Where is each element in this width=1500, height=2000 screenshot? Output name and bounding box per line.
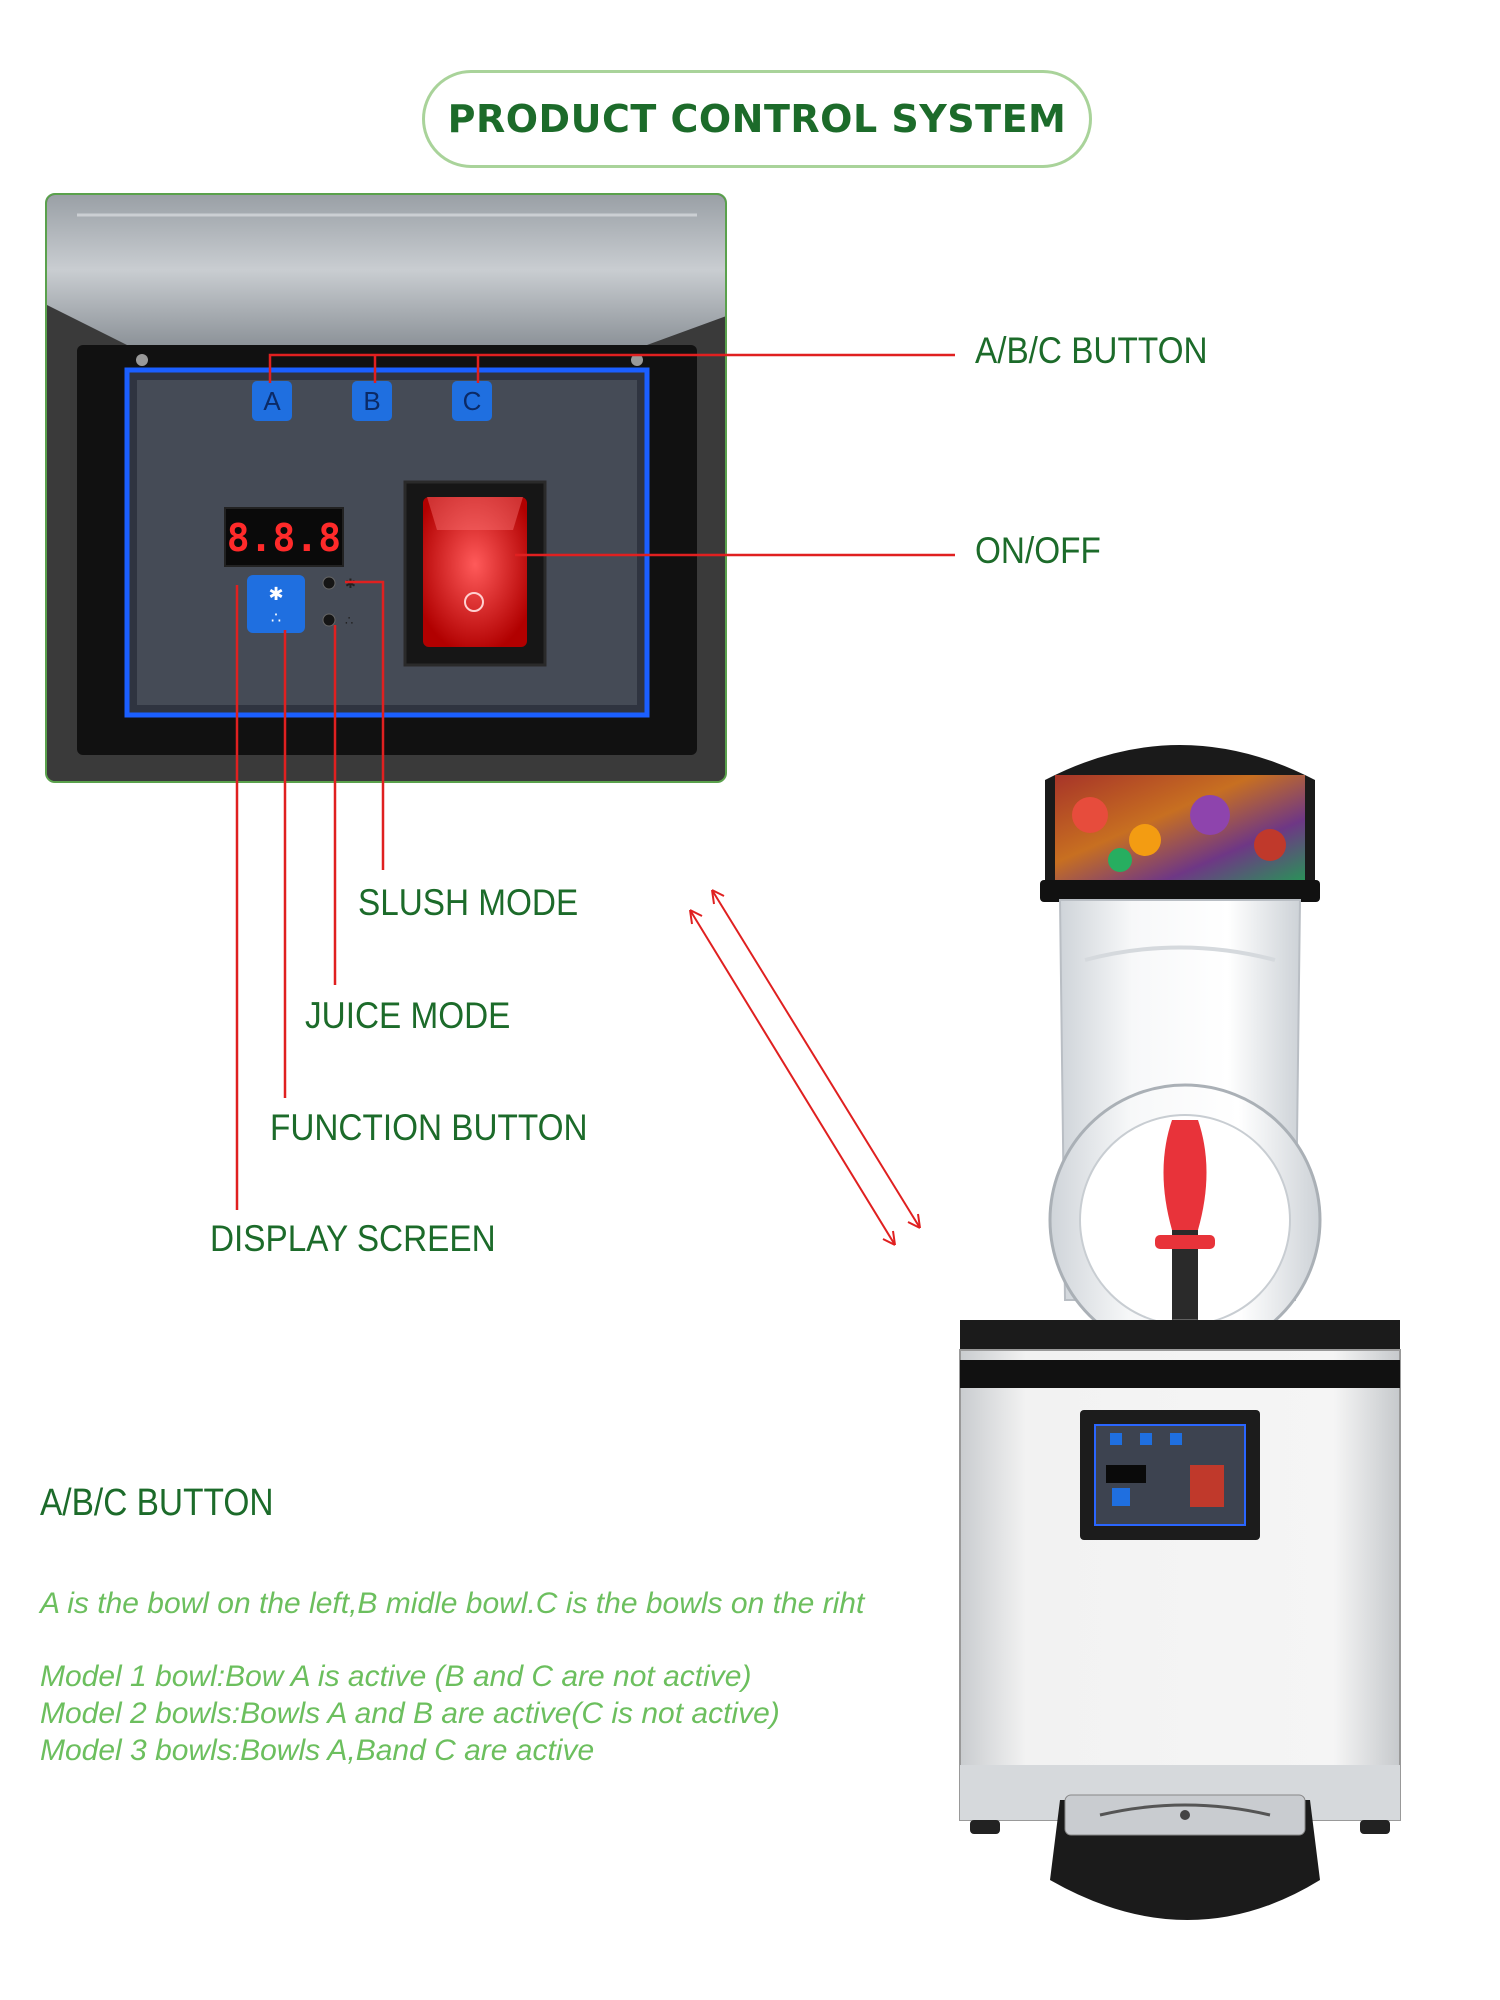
button-c[interactable]: C <box>452 381 492 421</box>
snowflake-icon: ✱ <box>345 577 356 592</box>
panel-lid <box>47 195 725 345</box>
abc-button-label: A/B/C BUTTON <box>975 330 1208 371</box>
on-off-switch[interactable] <box>403 480 547 667</box>
button-a-label: A <box>263 386 281 416</box>
button-a[interactable]: A <box>252 381 292 421</box>
slush-mode-indicator: ✱ <box>322 576 356 592</box>
snowflake-icon: ✱ <box>268 584 283 605</box>
description-intro: A is the bowl on the left,B midle bowl.C… <box>40 1587 865 1620</box>
display-digits: 8.8.8 <box>227 516 341 560</box>
control-panel-closeup: A B C 8.8.8 ✱ ∴ ✱ ∴ <box>45 193 727 783</box>
drops-icon: ∴ <box>271 608 281 627</box>
drip-tray <box>1050 1794 1320 1920</box>
drops-icon: ∴ <box>345 614 353 629</box>
model-line-1: Model 1 bowl:Bow A is active (B and C ar… <box>40 1660 752 1693</box>
description-heading: A/B/C BUTTON <box>40 1482 274 1524</box>
bowl-lid <box>1040 745 1320 902</box>
page-title: PRODUCT CONTROL SYSTEM <box>447 97 1067 141</box>
model-line-3: Model 3 bowls:Bowls A,Band C are active <box>40 1734 595 1767</box>
function-button[interactable]: ✱ ∴ <box>247 575 305 633</box>
juice-mode-indicator: ∴ <box>322 613 353 629</box>
abc-callout-line <box>268 353 955 383</box>
button-c-label: C <box>463 386 482 416</box>
button-b-label: B <box>363 386 380 416</box>
function-button-label: FUNCTION BUTTON <box>270 1107 588 1148</box>
on-off-label: ON/OFF <box>975 530 1101 571</box>
slush-mode-label: SLUSH MODE <box>358 882 579 923</box>
title-banner: PRODUCT CONTROL SYSTEM <box>422 70 1092 168</box>
button-b[interactable]: B <box>352 381 392 421</box>
zoom-arrows <box>689 889 921 1246</box>
control-panel-illustration: A B C 8.8.8 ✱ ∴ ✱ ∴ <box>47 195 725 781</box>
slush-callout-line <box>345 580 385 870</box>
display-screen: 8.8.8 <box>224 507 344 567</box>
display-screen-label: DISPLAY SCREEN <box>210 1218 496 1259</box>
juice-mode-label: JUICE MODE <box>305 995 511 1036</box>
slush-machine-illustration <box>959 745 1401 1920</box>
machine-body <box>959 1320 1401 1821</box>
model-line-2: Model 2 bowls:Bowls A and B are active(C… <box>40 1697 780 1730</box>
